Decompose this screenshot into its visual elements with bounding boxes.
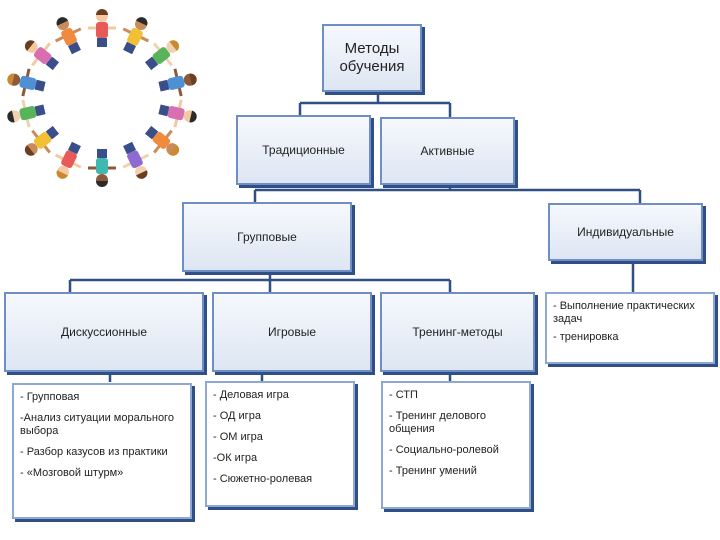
list-item: - ОД игра [213, 410, 261, 422]
list-item: - Социально-ролевой [389, 444, 499, 456]
list-item: - Сюжетно-ролевая [213, 473, 313, 485]
list-item: - Групповая [20, 391, 80, 403]
child-figure [88, 149, 116, 187]
group-label: Групповые [237, 230, 297, 244]
individual-node: Индивидуальные [548, 203, 703, 261]
child-figure [54, 141, 82, 179]
list-item: -Анализ ситуации морального выбора [20, 412, 174, 437]
child-figure [158, 68, 197, 97]
child-figure [7, 99, 46, 128]
connector-level1-level2 [253, 180, 642, 203]
list-item: - Деловая игра [213, 389, 289, 401]
list-item: - ОМ игра [213, 431, 263, 443]
discussion-label: Дискуссионные [60, 325, 147, 339]
individual-label: Индивидуальные [577, 225, 674, 239]
connector-root-level1 [298, 90, 452, 118]
list-item: - Тренинг умений [389, 465, 477, 477]
list-item: - Выполнение практических задач [553, 300, 695, 325]
child-figure [24, 125, 60, 156]
child-figure [54, 17, 82, 55]
games-list: - Деловая игра - ОД игра - ОМ игра -ОК и… [205, 381, 355, 507]
list-item: - тренировка [553, 331, 619, 343]
child-figure [7, 68, 46, 97]
traditional-node: Традиционные [236, 115, 371, 185]
traditional-label: Традиционные [262, 143, 345, 157]
active-label: Активные [420, 144, 475, 158]
child-figure [24, 40, 60, 71]
child-figure [158, 99, 197, 128]
discussion-node: Дискуссионные [4, 292, 204, 372]
active-node: Активные [380, 117, 515, 185]
list-item: - СТП [389, 389, 418, 401]
connector-level3-lists [108, 370, 452, 382]
child-figure [144, 40, 180, 71]
child-figure [88, 9, 116, 47]
individual-list: - Выполнение практических задач - тренир… [545, 292, 715, 364]
list-item: - Разбор казусов из практики [20, 446, 168, 458]
child-figure [122, 17, 150, 55]
games-node: Игровые [212, 292, 372, 372]
discussion-list: - Групповая -Анализ ситуации морального … [12, 383, 192, 519]
child-figure [122, 141, 150, 179]
games-label: Игровые [267, 325, 317, 339]
training-list: - СТП - Тренинг делового общения - Социа… [381, 381, 531, 509]
list-item: -ОК игра [213, 452, 258, 464]
training-node: Тренинг-методы [380, 292, 535, 372]
group-node: Групповые [182, 202, 352, 272]
connector-group-level3 [68, 268, 452, 293]
children-circle-illustration [7, 9, 197, 187]
training-label: Тренинг-методы [412, 325, 503, 339]
list-item: - Тренинг делового общения [389, 410, 486, 435]
child-figure [144, 125, 180, 156]
root-label: Методы обучения [339, 40, 405, 75]
root-node: Методы обучения [322, 24, 422, 92]
list-item: - «Мозговой штурм» [20, 467, 124, 479]
